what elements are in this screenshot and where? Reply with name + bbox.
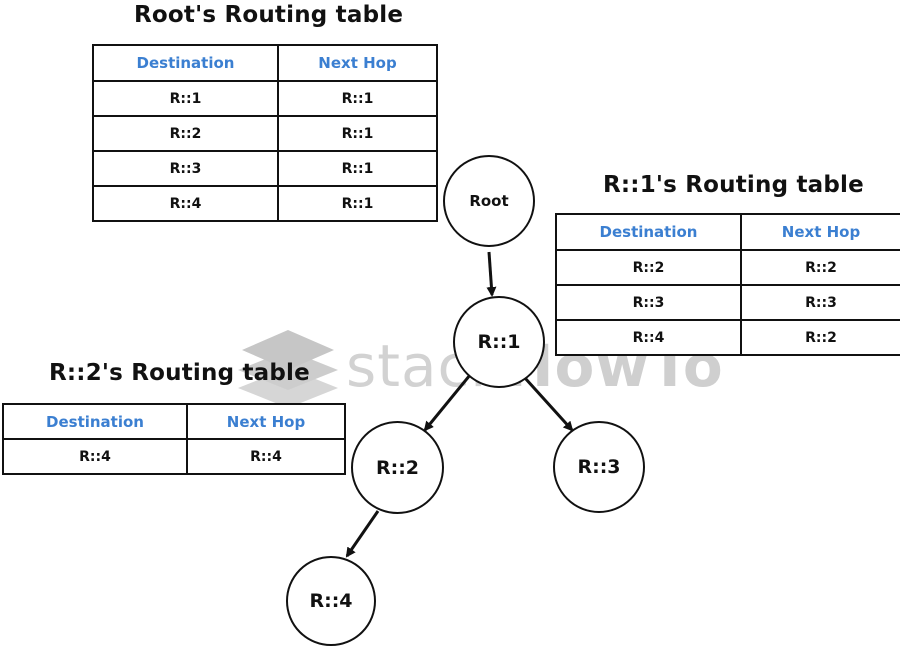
node-r3: R::3 <box>553 421 645 513</box>
destination-cell: R::3 <box>555 284 742 321</box>
r2-routing-table: Destination Next Hop R::4 R::4 <box>2 403 346 475</box>
node-r4: R::4 <box>286 556 376 646</box>
column-header-next-hop: Next Hop <box>186 403 346 440</box>
table-row: R::4 R::2 <box>555 319 900 356</box>
next-hop-cell: R::4 <box>186 438 346 475</box>
node-root: Root <box>443 155 535 247</box>
root-routing-table: Destination Next Hop R::1 R::1 R::2 R::1… <box>92 44 438 222</box>
column-header-next-hop: Next Hop <box>277 44 438 82</box>
destination-cell: R::4 <box>2 438 188 475</box>
root-table-title: Root's Routing table <box>134 2 404 28</box>
table-row: R::3 R::3 <box>555 284 900 321</box>
table-row: R::2 R::1 <box>92 115 438 152</box>
node-r2: R::2 <box>351 421 444 514</box>
destination-cell: R::1 <box>92 80 279 117</box>
table-row: R::2 R::2 <box>555 249 900 286</box>
next-hop-cell: R::1 <box>277 80 438 117</box>
stack-logo-icon <box>238 330 338 408</box>
column-header-destination: Destination <box>2 403 188 440</box>
table-row: R::4 R::4 <box>2 438 346 475</box>
table-row: R::4 R::1 <box>92 185 438 222</box>
r1-table-title: R::1's Routing table <box>603 172 864 198</box>
column-header-destination: Destination <box>555 213 742 251</box>
edge-r1-r2 <box>423 374 472 432</box>
destination-cell: R::2 <box>92 115 279 152</box>
table-row: R::3 R::1 <box>92 150 438 187</box>
edge-root-r1 <box>486 251 497 297</box>
column-header-next-hop: Next Hop <box>740 213 900 251</box>
next-hop-cell: R::1 <box>277 185 438 222</box>
edge-r1-r3 <box>523 376 574 432</box>
r2-table-title: R::2's Routing table <box>49 360 310 386</box>
node-r1: R::1 <box>453 296 545 388</box>
edge-r2-r4 <box>345 510 380 558</box>
destination-cell: R::2 <box>555 249 742 286</box>
destination-cell: R::3 <box>92 150 279 187</box>
destination-cell: R::4 <box>555 319 742 356</box>
next-hop-cell: R::1 <box>277 115 438 152</box>
destination-cell: R::4 <box>92 185 279 222</box>
next-hop-cell: R::2 <box>740 319 900 356</box>
next-hop-cell: R::3 <box>740 284 900 321</box>
table-row: R::1 R::1 <box>92 80 438 117</box>
column-header-destination: Destination <box>92 44 279 82</box>
next-hop-cell: R::1 <box>277 150 438 187</box>
next-hop-cell: R::2 <box>740 249 900 286</box>
r1-routing-table: Destination Next Hop R::2 R::2 R::3 R::3… <box>555 213 900 356</box>
